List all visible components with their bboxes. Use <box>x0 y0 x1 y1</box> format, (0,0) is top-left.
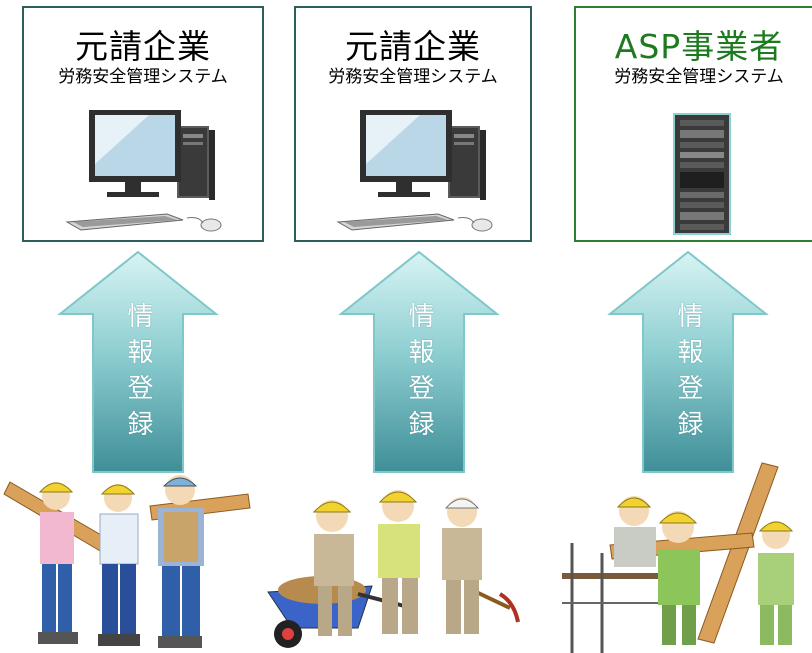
company-title: 元請企業 <box>75 27 211 66</box>
upload-arrow-2 <box>338 250 500 473</box>
company-title: 元請企業 <box>345 27 481 66</box>
asp-title: ASP事業者 <box>614 27 784 66</box>
company-box-2: 元請企業 労務安全管理システム <box>294 6 532 242</box>
company-box-1: 元請企業 労務安全管理システム <box>22 6 264 242</box>
arrow-label: 情報登録 <box>404 302 434 446</box>
upload-arrow-3 <box>607 250 769 473</box>
construction-workers-wheelbarrow-icon <box>267 490 520 648</box>
server-rack-icon <box>673 113 731 235</box>
desktop-computer-icon <box>65 110 222 232</box>
asp-provider-box: ASP事業者 労務安全管理システム <box>574 6 812 242</box>
construction-workers-scaffolding-icon <box>562 462 794 653</box>
system-subtitle: 労務安全管理システム <box>58 67 228 87</box>
construction-workers-carrying-lumber-icon <box>3 475 251 648</box>
system-subtitle: 労務安全管理システム <box>328 67 498 87</box>
upload-arrow-1 <box>57 250 219 473</box>
desktop-computer-icon <box>336 110 493 232</box>
arrow-label: 情報登録 <box>673 302 703 446</box>
system-subtitle: 労務安全管理システム <box>614 67 784 87</box>
arrow-label: 情報登録 <box>123 302 153 446</box>
